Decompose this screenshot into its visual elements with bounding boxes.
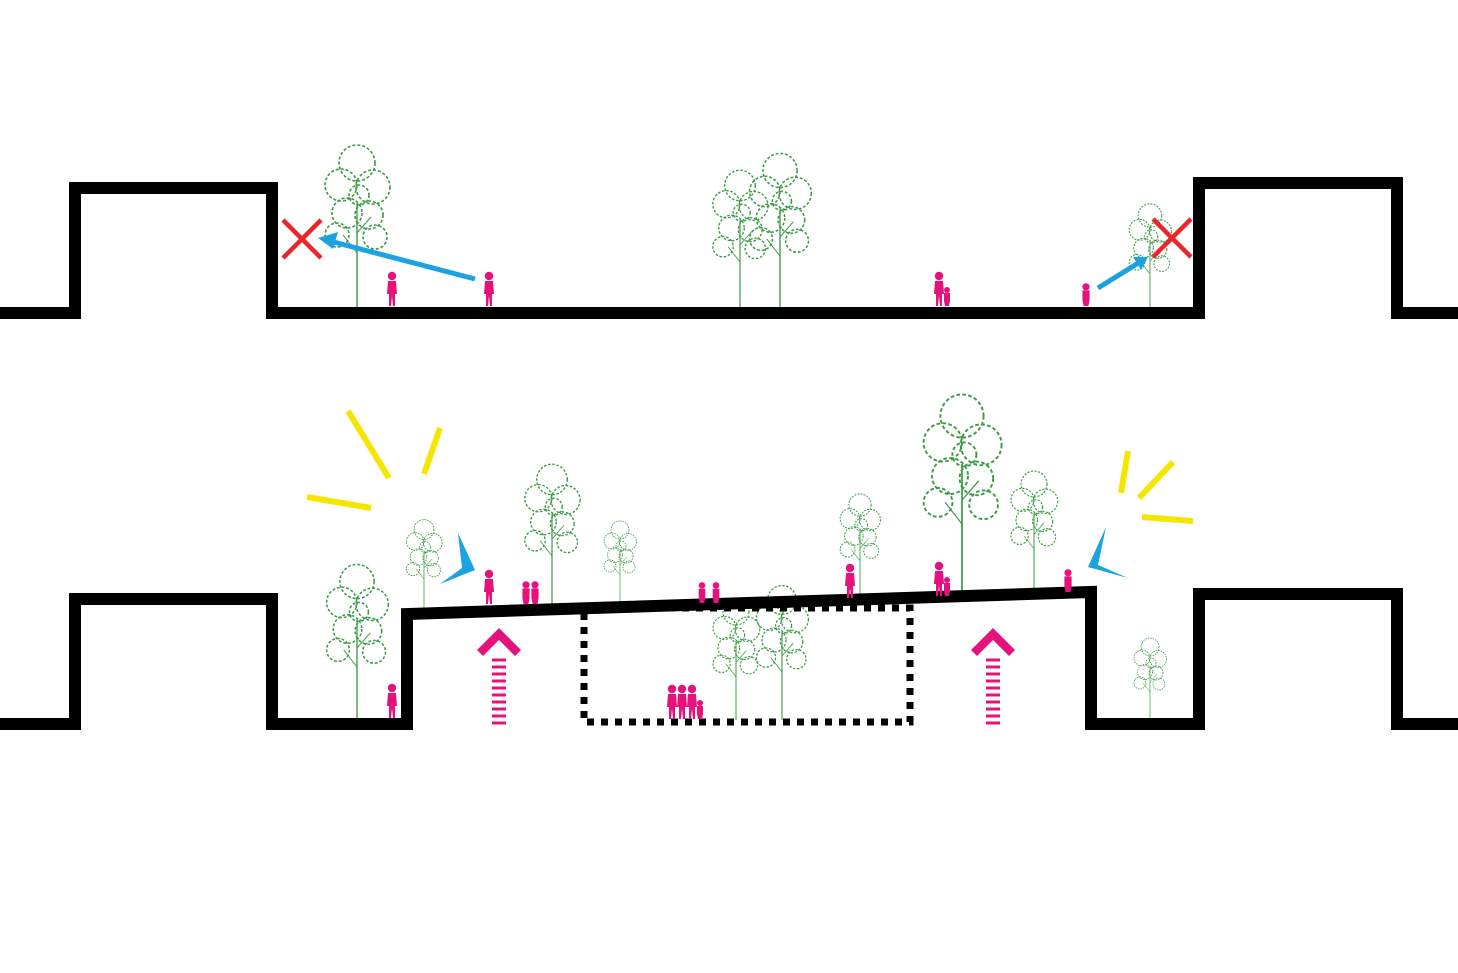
tree-icon	[1133, 637, 1167, 723]
person-icon	[667, 684, 677, 719]
arrow-icon	[1088, 527, 1128, 578]
underground-space-outline	[580, 604, 914, 726]
ground-outline	[0, 177, 1458, 319]
up-arrow-icon	[475, 626, 523, 725]
sun-ray-icon	[306, 409, 443, 511]
person-icon	[387, 683, 397, 718]
person-icon	[934, 271, 944, 306]
cross-icon	[1153, 219, 1191, 257]
child-icon	[698, 582, 706, 603]
tree-icon	[748, 152, 813, 314]
child-icon	[944, 577, 950, 596]
tree-icon	[325, 563, 390, 725]
person-icon	[484, 271, 494, 306]
child-icon	[712, 582, 720, 603]
sun-ray-icon	[1118, 450, 1194, 524]
ground-outline	[0, 585, 1458, 730]
tree-icon	[712, 169, 769, 314]
tree-icon	[712, 598, 761, 721]
child-icon	[697, 700, 703, 719]
tree-icon	[405, 519, 443, 613]
tree-icon	[324, 144, 391, 314]
person-icon	[484, 569, 494, 604]
person-sitting-icon	[1082, 283, 1090, 306]
person-icon	[687, 684, 697, 719]
up-arrow-icon	[969, 626, 1017, 725]
arrow-icon	[440, 533, 475, 584]
person-icon	[387, 271, 397, 306]
section-existing	[0, 144, 1458, 319]
arrow-icon	[318, 232, 476, 282]
child-icon	[944, 287, 950, 306]
person-icon	[845, 563, 855, 598]
person-sitting-icon	[522, 581, 530, 604]
cross-icon	[283, 220, 321, 258]
tree-icon	[603, 520, 637, 606]
tree-icon	[1010, 470, 1059, 593]
section-proposed	[0, 393, 1458, 730]
person-icon	[677, 684, 687, 719]
person-sitting-icon	[531, 581, 539, 604]
arrow-icon	[1096, 257, 1148, 291]
person-sitting-icon	[1064, 569, 1072, 592]
